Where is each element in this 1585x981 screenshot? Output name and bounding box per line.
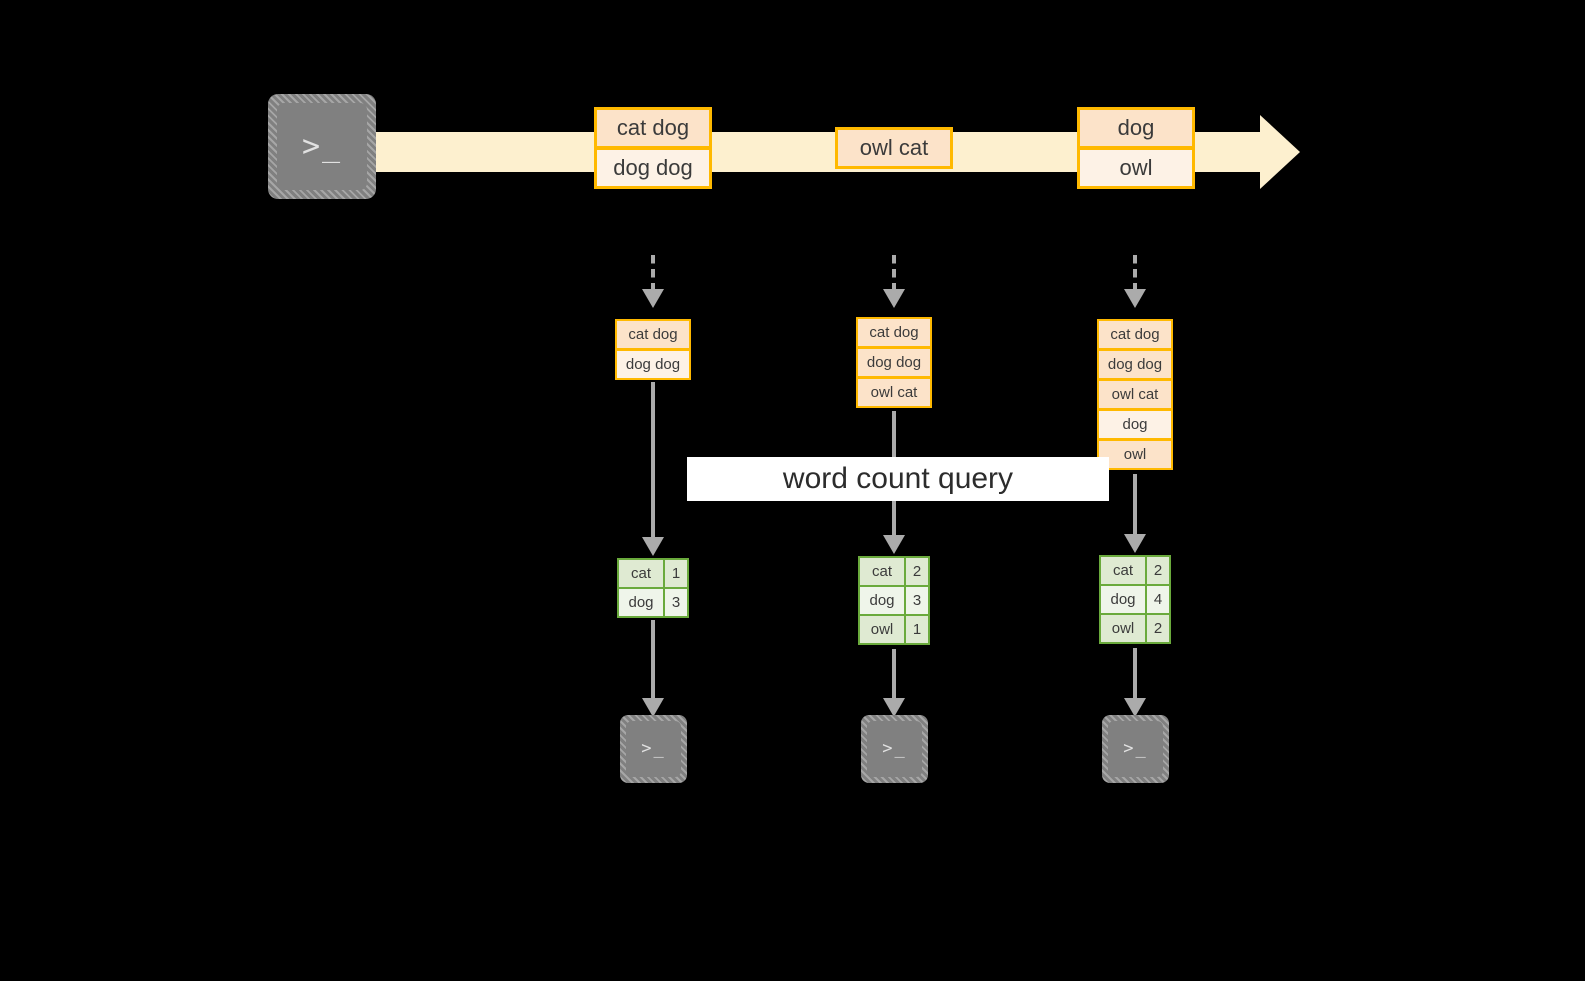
snapshot-1-input-stack: cat dog dog dog — [615, 319, 691, 380]
consumer-terminal-3[interactable]: >_ — [1102, 715, 1169, 783]
snapshot-3-query-arrowhead — [1124, 534, 1146, 553]
snapshot-2-input-stack: cat dog dog dog owl cat — [856, 317, 932, 408]
snapshot-3-input-row[interactable]: dog dog — [1097, 349, 1173, 380]
snapshot-1-tap-line — [651, 255, 655, 291]
table-row: owl 2 — [1099, 613, 1171, 644]
result-count-cell[interactable]: 2 — [1145, 555, 1171, 586]
result-word-cell[interactable]: cat — [1099, 555, 1147, 586]
snapshot-2-input-row[interactable]: owl cat — [856, 377, 932, 408]
result-count-cell[interactable]: 1 — [663, 558, 689, 589]
result-count-cell[interactable]: 2 — [904, 556, 930, 587]
snapshot-2-input-row[interactable]: dog dog — [856, 347, 932, 378]
snapshot-3-input-row[interactable]: cat dog — [1097, 319, 1173, 350]
stream-event-owl[interactable]: owl — [1077, 147, 1195, 189]
table-row: dog 4 — [1099, 584, 1171, 615]
table-row: cat 2 — [858, 556, 930, 587]
result-count-cell[interactable]: 1 — [904, 614, 930, 645]
result-word-cell[interactable]: dog — [1099, 584, 1147, 615]
snapshot-3-tap-arrowhead — [1124, 289, 1146, 308]
snapshot-1-input-row[interactable]: cat dog — [615, 319, 691, 350]
producer-terminal[interactable]: >_ — [268, 94, 376, 199]
snapshot-2-tap-arrowhead — [883, 289, 905, 308]
result-count-cell[interactable]: 3 — [904, 585, 930, 616]
snapshot-2-query-arrowhead — [883, 535, 905, 554]
snapshot-2-sink-line — [892, 649, 896, 698]
snapshot-3-input-row[interactable]: dog — [1097, 409, 1173, 440]
word-count-query-banner: word count query — [687, 457, 1109, 501]
snapshot-3-tap-line — [1133, 255, 1137, 291]
snapshot-2-tap-line — [892, 255, 896, 291]
table-row: owl 1 — [858, 614, 930, 645]
table-row: dog 3 — [858, 585, 930, 616]
consumer-terminal-2-screen — [867, 721, 922, 777]
table-row: cat 2 — [1099, 555, 1171, 586]
result-count-cell[interactable]: 2 — [1145, 613, 1171, 644]
snapshot-1-query-line — [651, 382, 655, 537]
result-word-cell[interactable]: dog — [858, 585, 906, 616]
snapshot-2-result-table: cat 2 dog 3 owl 1 — [858, 556, 930, 645]
snapshot-3-input-stack: cat dog dog dog owl cat dog owl — [1097, 319, 1173, 470]
table-row: cat 1 — [617, 558, 689, 589]
snapshot-1-tap-arrowhead — [642, 289, 664, 308]
consumer-terminal-1[interactable]: >_ — [620, 715, 687, 783]
table-row: dog 3 — [617, 587, 689, 618]
snapshot-1-sink-arrowhead — [642, 698, 664, 717]
result-count-cell[interactable]: 4 — [1145, 584, 1171, 615]
result-word-cell[interactable]: cat — [617, 558, 665, 589]
stream-arrowhead — [1260, 115, 1300, 189]
stream-event-owl-cat[interactable]: owl cat — [835, 127, 953, 169]
result-word-cell[interactable]: cat — [858, 556, 906, 587]
consumer-terminal-3-screen — [1108, 721, 1163, 777]
snapshot-2-sink-arrowhead — [883, 698, 905, 717]
result-word-cell[interactable]: owl — [858, 614, 906, 645]
snapshot-1-sink-line — [651, 620, 655, 698]
stream-event-cat-dog[interactable]: cat dog — [594, 107, 712, 149]
terminal-prompt-icon: >_ — [301, 128, 343, 164]
result-word-cell[interactable]: owl — [1099, 613, 1147, 644]
terminal-prompt-icon: >_ — [882, 738, 907, 759]
snapshot-3-sink-arrowhead — [1124, 698, 1146, 717]
producer-terminal-screen — [277, 103, 367, 190]
stream-event-dog-dog[interactable]: dog dog — [594, 147, 712, 189]
snapshot-3-input-row[interactable]: owl — [1097, 439, 1173, 470]
consumer-terminal-1-screen — [626, 721, 681, 777]
snapshot-1-result-table: cat 1 dog 3 — [617, 558, 689, 618]
snapshot-3-result-table: cat 2 dog 4 owl 2 — [1099, 555, 1171, 644]
stream-event-dog[interactable]: dog — [1077, 107, 1195, 149]
snapshot-2-input-row[interactable]: cat dog — [856, 317, 932, 348]
snapshot-1-input-row[interactable]: dog dog — [615, 349, 691, 380]
snapshot-1-query-arrowhead — [642, 537, 664, 556]
result-count-cell[interactable]: 3 — [663, 587, 689, 618]
snapshot-3-sink-line — [1133, 648, 1137, 698]
snapshot-3-input-row[interactable]: owl cat — [1097, 379, 1173, 410]
terminal-prompt-icon: >_ — [641, 738, 666, 759]
consumer-terminal-2[interactable]: >_ — [861, 715, 928, 783]
terminal-prompt-icon: >_ — [1123, 738, 1148, 759]
snapshot-3-query-line — [1133, 474, 1137, 534]
result-word-cell[interactable]: dog — [617, 587, 665, 618]
